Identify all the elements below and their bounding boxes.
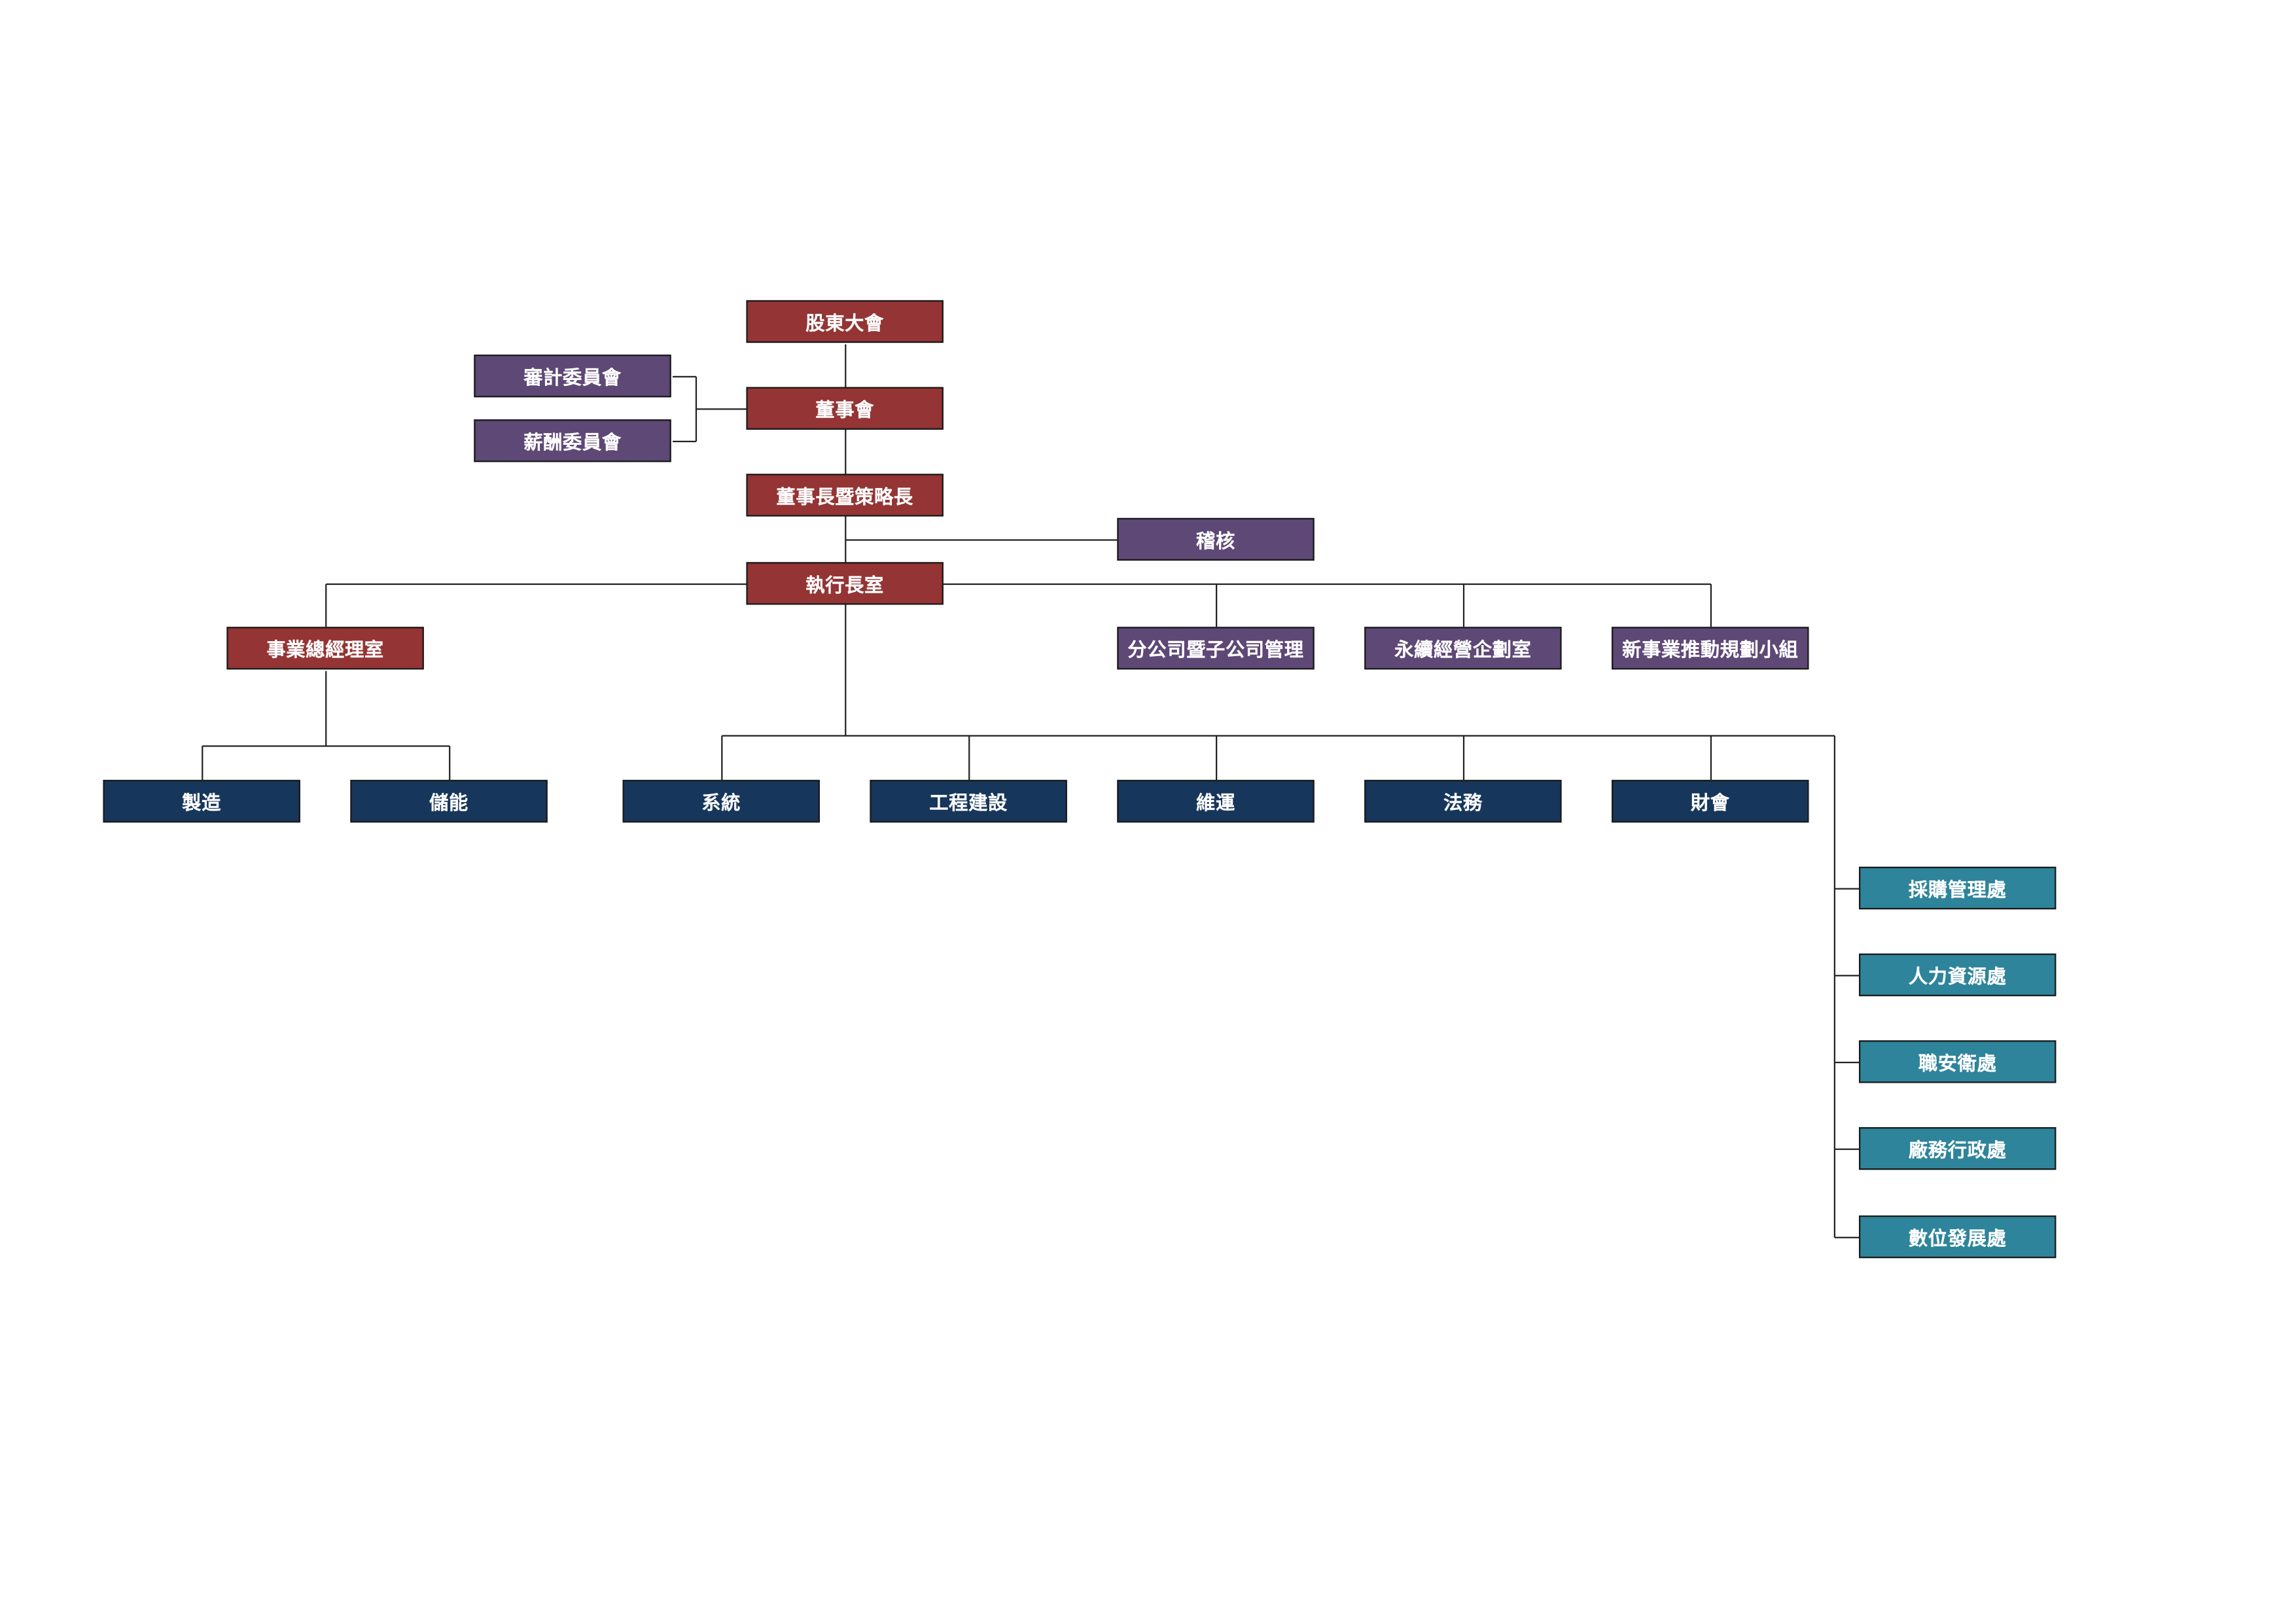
node-hr: 人力資源處 <box>1858 953 2057 996</box>
node-remuneration-committee: 薪酬委員會 <box>474 419 671 462</box>
node-shareholders-meeting: 股東大會 <box>746 300 944 343</box>
node-legal: 法務 <box>1364 780 1562 823</box>
node-procurement: 採購管理處 <box>1858 866 2057 910</box>
node-subsidiary-mgmt: 分公司暨子公司管理 <box>1117 627 1315 670</box>
node-chairman: 董事長暨策略長 <box>746 474 944 517</box>
node-audit-committee: 審計委員會 <box>474 355 671 398</box>
node-digital: 數位發展處 <box>1858 1215 2057 1259</box>
node-systems: 系統 <box>622 780 820 823</box>
node-manufacturing: 製造 <box>103 780 300 823</box>
node-board: 董事會 <box>746 387 944 430</box>
node-energy-storage: 儲能 <box>350 780 548 823</box>
node-ceo-office: 執行長室 <box>746 562 944 605</box>
node-new-business: 新事業推動規劃小組 <box>1612 627 1809 670</box>
node-finance: 財會 <box>1612 780 1809 823</box>
node-gm-office: 事業總經理室 <box>226 627 424 670</box>
node-safety: 職安衛處 <box>1858 1040 2057 1083</box>
node-internal-audit: 稽核 <box>1117 517 1315 561</box>
node-plant-admin: 廠務行政處 <box>1858 1127 2057 1170</box>
node-sustainability: 永續經營企劃室 <box>1364 627 1562 670</box>
node-engineering: 工程建設 <box>870 780 1067 823</box>
node-operations: 維運 <box>1117 780 1315 823</box>
